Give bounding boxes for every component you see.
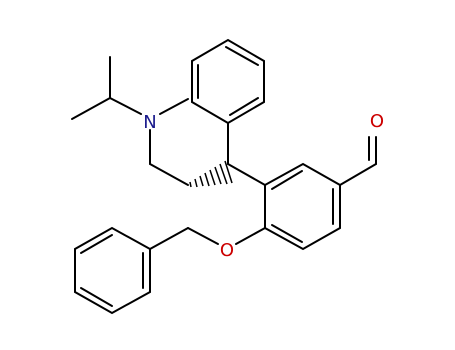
propyl-chain [149, 129, 189, 186]
n-methyl-bond [159, 98, 189, 115]
ether-linkage [149, 227, 266, 250]
aldehyde-oxygen-atom-label: O [370, 111, 384, 132]
isopropyl-group [71, 56, 142, 120]
stereocenter-ring-bond [227, 163, 266, 186]
nitrogen-atom-label: N [143, 112, 156, 133]
hashed-wedge-bond [189, 160, 233, 188]
ether-oxygen-atom-label: O [220, 240, 234, 261]
central-aromatic-ring [264, 162, 341, 251]
aldehyde-group [339, 136, 377, 186]
benzyl-phenyl-ring [74, 226, 151, 315]
upper-phenyl-ring [191, 38, 265, 125]
